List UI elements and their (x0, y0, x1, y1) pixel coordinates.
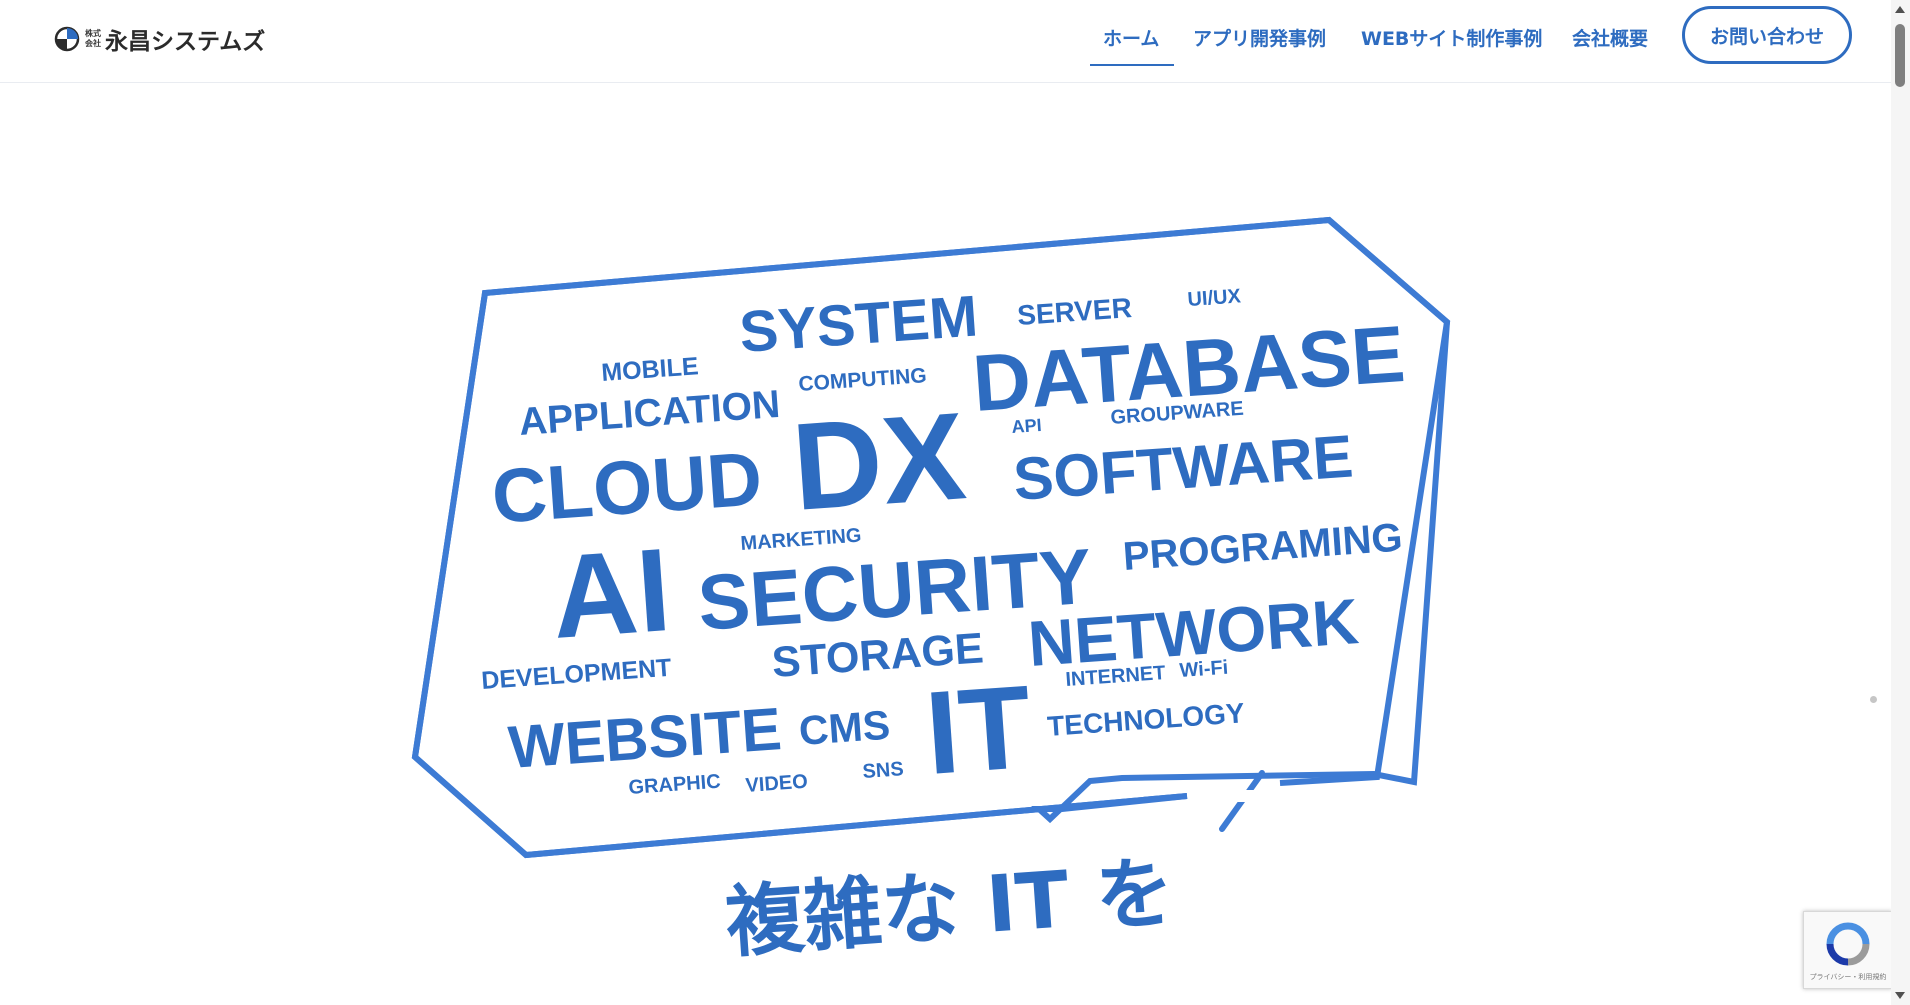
site-header: 株式 会社 永昌システムズ ホーム アプリ開発事例 WEBサイト制作事例 会社概… (0, 0, 1891, 83)
word-website: WEBSITE (506, 695, 783, 781)
word-api: API (1011, 415, 1042, 437)
word-cloud: CLOUD (489, 436, 764, 540)
company-logo[interactable]: 株式 会社 永昌システムズ (54, 24, 266, 55)
word-dx: DX (788, 387, 969, 537)
recaptcha-badge[interactable]: プライバシー・利用規約 (1803, 911, 1892, 989)
page-scrollbar[interactable] (1891, 0, 1910, 1005)
word-programing: PROGRAMING (1122, 516, 1404, 579)
word-server: SERVER (1016, 292, 1133, 331)
word-ai: AI (548, 524, 675, 664)
hero-word-cloud: SYSTEM SERVER UI/UX MOBILE COMPUTING DAT… (411, 216, 1451, 969)
nav-home[interactable]: ホーム (1103, 28, 1160, 50)
recaptcha-icon (1826, 922, 1870, 966)
nav-app-cases[interactable]: アプリ開発事例 (1193, 28, 1327, 50)
scroll-thumb[interactable] (1895, 24, 1905, 87)
section-indicator-dot[interactable] (1870, 696, 1877, 703)
word-application: APPLICATION (518, 383, 782, 444)
nav-company[interactable]: 会社概要 (1572, 28, 1649, 50)
word-development: DEVELOPMENT (480, 654, 672, 695)
speech-bubble-frame-lower (411, 216, 1451, 859)
logo-mark-icon (54, 26, 80, 52)
word-software: SOFTWARE (1011, 422, 1355, 513)
scroll-down-arrow-icon[interactable] (1895, 992, 1905, 999)
word-sns: SNS (862, 758, 905, 783)
logo-company-name: 永昌システムズ (105, 29, 266, 55)
contact-button[interactable]: お問い合わせ (1682, 6, 1852, 64)
hero-section: SYSTEM SERVER UI/UX MOBILE COMPUTING DAT… (0, 83, 1891, 1005)
word-wifi: Wi-Fi (1179, 657, 1229, 682)
nav-active-indicator (1090, 64, 1174, 66)
word-graphic: GRAPHIC (628, 771, 722, 799)
word-mobile: MOBILE (600, 352, 699, 387)
scroll-up-arrow-icon[interactable] (1895, 6, 1905, 13)
hero-tagline: 複雑な IT を (723, 848, 1177, 969)
logo-kabushiki-label: 株式 会社 (85, 29, 101, 48)
word-video: VIDEO (745, 771, 809, 797)
word-cms: CMS (797, 702, 891, 754)
recaptcha-terms[interactable]: プライバシー・利用規約 (1809, 973, 1887, 981)
nav-web-cases[interactable]: WEBサイト制作事例 (1361, 28, 1543, 50)
word-uiux: UI/UX (1187, 285, 1242, 311)
word-technology: TECHNOLOGY (1046, 697, 1246, 742)
word-system: SYSTEM (737, 283, 979, 364)
word-it: IT (922, 661, 1036, 800)
